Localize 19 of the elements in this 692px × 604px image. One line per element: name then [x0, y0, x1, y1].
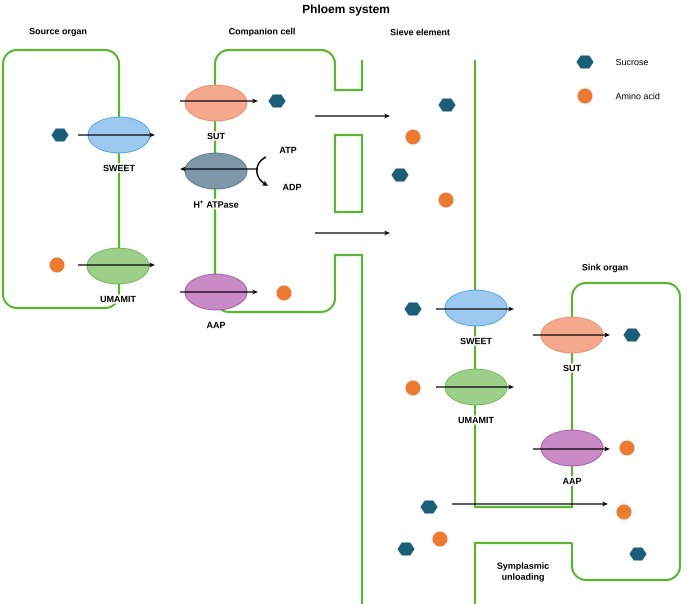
molecule-label: ADP [282, 184, 302, 190]
node-label: UMAMIT [100, 296, 136, 302]
heading: Companion cell [229, 28, 295, 36]
node-label: AAP [562, 478, 582, 484]
node-label: SWEET [460, 338, 492, 344]
heading: Sieve element [390, 28, 450, 36]
molecule-label: ATP [280, 146, 296, 154]
node-label: UMAMIT [458, 416, 494, 424]
legend-text: Amino acid [616, 92, 660, 100]
legend-text: Sucrose [616, 58, 648, 66]
node-label: SUT [207, 132, 225, 140]
title: Phloem system [302, 4, 390, 16]
note-text: Symplasmic unloading [497, 562, 549, 582]
node-label: SWEET [103, 164, 135, 172]
node-label: SUT [563, 364, 581, 372]
heading: Source organ [29, 28, 86, 36]
node-label: AAP [206, 322, 226, 328]
heading: Sink organ [582, 264, 628, 272]
node-label: H$^{+}$ ATPase [194, 200, 238, 208]
